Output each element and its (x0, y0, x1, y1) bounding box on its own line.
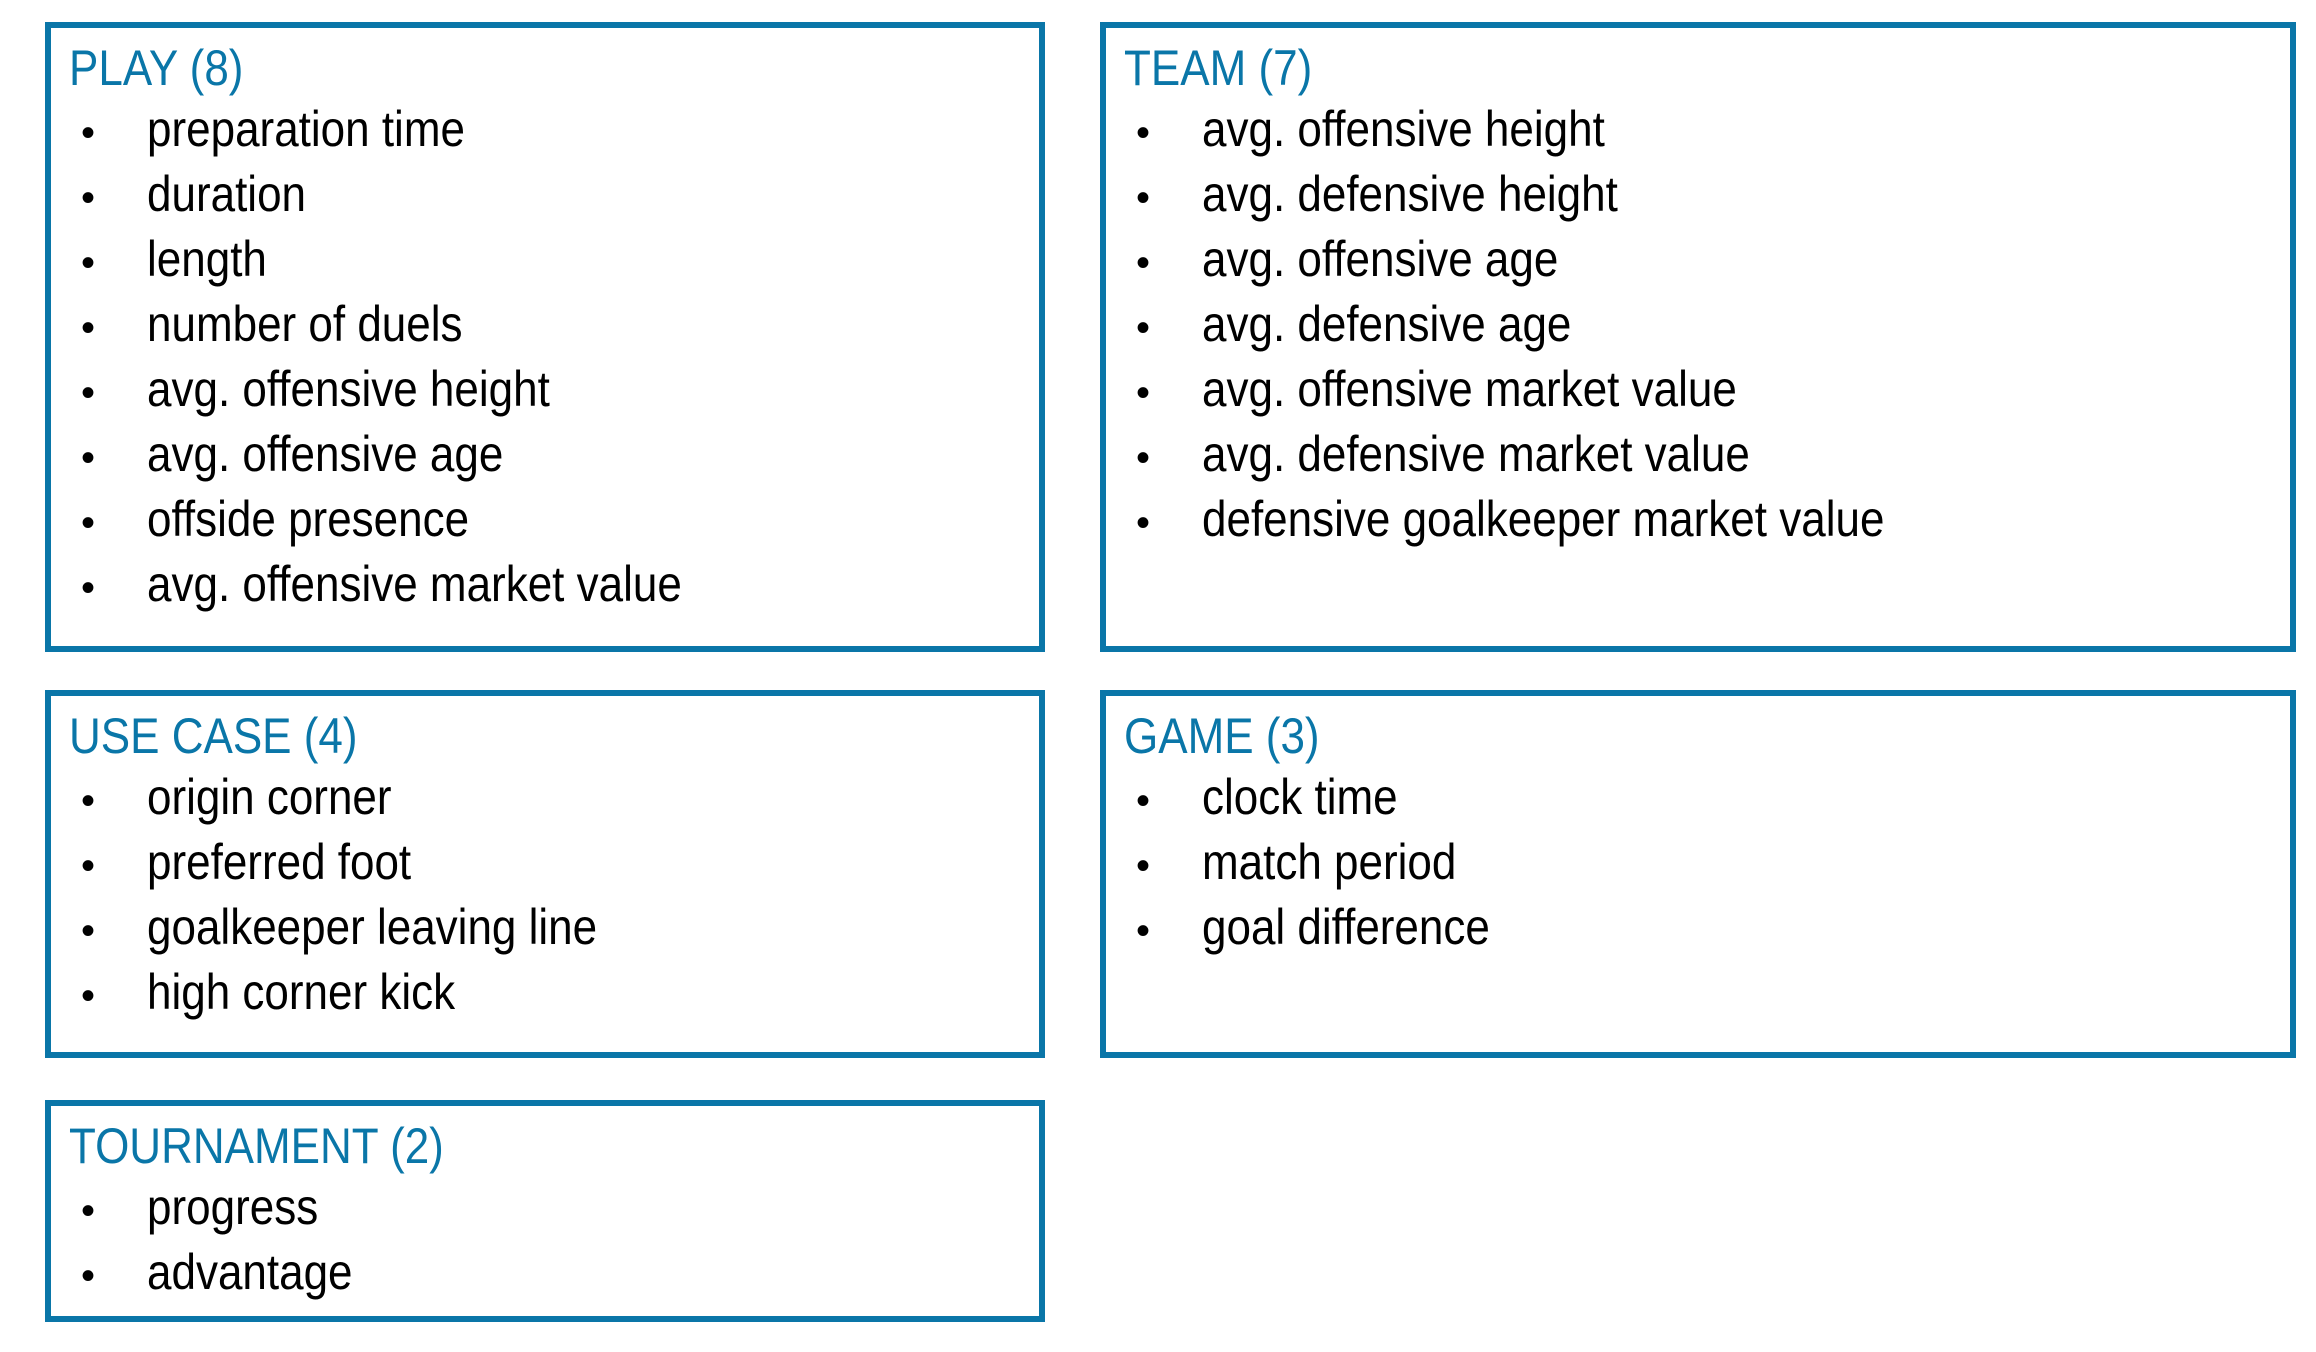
category-box-play: PLAY (8) • preparation time • duration •… (45, 22, 1045, 652)
list-item: • defensive goalkeeper market value (1124, 487, 2272, 552)
list-item: • preparation time (69, 97, 1021, 162)
list-item-label: defensive goalkeeper market value (1202, 491, 1885, 547)
category-item-list-play: • preparation time • duration • length •… (69, 97, 1021, 617)
category-item-list-use-case: • origin corner • preferred foot • goalk… (69, 765, 1021, 1025)
list-item: • high corner kick (69, 960, 1021, 1025)
list-item: • goal difference (1124, 895, 2272, 960)
bullet-icon: • (81, 436, 96, 480)
list-item-label: match period (1202, 834, 1457, 890)
category-item-list-game: • clock time • match period • goal diffe… (1124, 765, 2272, 960)
list-item-label: high corner kick (147, 964, 456, 1020)
list-item-label: avg. offensive age (147, 426, 504, 482)
bullet-icon: • (81, 371, 96, 415)
list-item: • avg. offensive height (1124, 97, 2272, 162)
bullet-icon: • (81, 566, 96, 610)
bullet-icon: • (81, 974, 96, 1018)
bullet-icon: • (1136, 371, 1151, 415)
category-box-use-case: USE CASE (4) • origin corner • preferred… (45, 690, 1045, 1058)
list-item-label: goalkeeper leaving line (147, 899, 598, 955)
category-title-team: TEAM (7) (1124, 40, 1313, 96)
list-item: • goalkeeper leaving line (69, 895, 1021, 960)
bullet-icon: • (1136, 111, 1151, 155)
list-item: • match period (1124, 830, 2272, 895)
category-box-team: TEAM (7) • avg. offensive height • avg. … (1100, 22, 2296, 652)
list-item: • offside presence (69, 487, 1021, 552)
bullet-icon: • (1136, 501, 1151, 545)
bullet-icon: • (81, 779, 96, 823)
list-item: • avg. offensive height (69, 357, 1021, 422)
list-item: • avg. offensive market value (69, 552, 1021, 617)
list-item-label: goal difference (1202, 899, 1490, 955)
list-item: • avg. defensive market value (1124, 422, 2272, 487)
list-item-label: preparation time (147, 101, 465, 157)
bullet-icon: • (81, 909, 96, 953)
bullet-icon: • (1136, 436, 1151, 480)
category-title-play: PLAY (8) (69, 40, 244, 96)
bullet-icon: • (81, 176, 96, 220)
list-item-label: avg. offensive market value (147, 556, 682, 612)
list-item: • advantage (69, 1240, 1021, 1305)
bullet-icon: • (1136, 844, 1151, 888)
bullet-icon: • (81, 111, 96, 155)
list-item: • preferred foot (69, 830, 1021, 895)
list-item: • origin corner (69, 765, 1021, 830)
category-title-tournament: TOURNAMENT (2) (69, 1118, 444, 1174)
category-box-game: GAME (3) • clock time • match period • g… (1100, 690, 2296, 1058)
bullet-icon: • (81, 241, 96, 285)
list-item-label: avg. offensive market value (1202, 361, 1737, 417)
list-item-label: advantage (147, 1244, 353, 1300)
bullet-icon: • (1136, 241, 1151, 285)
category-title-use-case: USE CASE (4) (69, 708, 358, 764)
category-item-list-team: • avg. offensive height • avg. defensive… (1124, 97, 2272, 552)
bullet-icon: • (81, 1189, 96, 1233)
category-item-list-tournament: • progress • advantage (69, 1175, 1021, 1305)
category-box-tournament: TOURNAMENT (2) • progress • advantage (45, 1100, 1045, 1322)
list-item: • length (69, 227, 1021, 292)
list-item-label: avg. offensive age (1202, 231, 1559, 287)
list-item-label: preferred foot (147, 834, 412, 890)
list-item-label: length (147, 231, 267, 287)
list-item: • progress (69, 1175, 1021, 1240)
list-item: • duration (69, 162, 1021, 227)
bullet-icon: • (81, 844, 96, 888)
bullet-icon: • (81, 501, 96, 545)
list-item: • avg. offensive age (69, 422, 1021, 487)
bullet-icon: • (1136, 306, 1151, 350)
list-item-label: avg. defensive market value (1202, 426, 1750, 482)
list-item-label: clock time (1202, 769, 1398, 825)
list-item-label: avg. offensive height (147, 361, 550, 417)
bullet-icon: • (1136, 176, 1151, 220)
bullet-icon: • (1136, 779, 1151, 823)
list-item-label: progress (147, 1179, 319, 1235)
list-item-label: origin corner (147, 769, 392, 825)
list-item-label: offside presence (147, 491, 470, 547)
list-item-label: avg. offensive height (1202, 101, 1605, 157)
list-item: • number of duels (69, 292, 1021, 357)
list-item: • avg. offensive market value (1124, 357, 2272, 422)
list-item: • avg. offensive age (1124, 227, 2272, 292)
bullet-icon: • (81, 306, 96, 350)
list-item: • avg. defensive age (1124, 292, 2272, 357)
bullet-icon: • (81, 1254, 96, 1298)
category-title-game: GAME (3) (1124, 708, 1320, 764)
list-item-label: avg. defensive age (1202, 296, 1572, 352)
list-item-label: duration (147, 166, 307, 222)
list-item: • clock time (1124, 765, 2272, 830)
list-item-label: number of duels (147, 296, 463, 352)
list-item-label: avg. defensive height (1202, 166, 1618, 222)
list-item: • avg. defensive height (1124, 162, 2272, 227)
bullet-icon: • (1136, 909, 1151, 953)
